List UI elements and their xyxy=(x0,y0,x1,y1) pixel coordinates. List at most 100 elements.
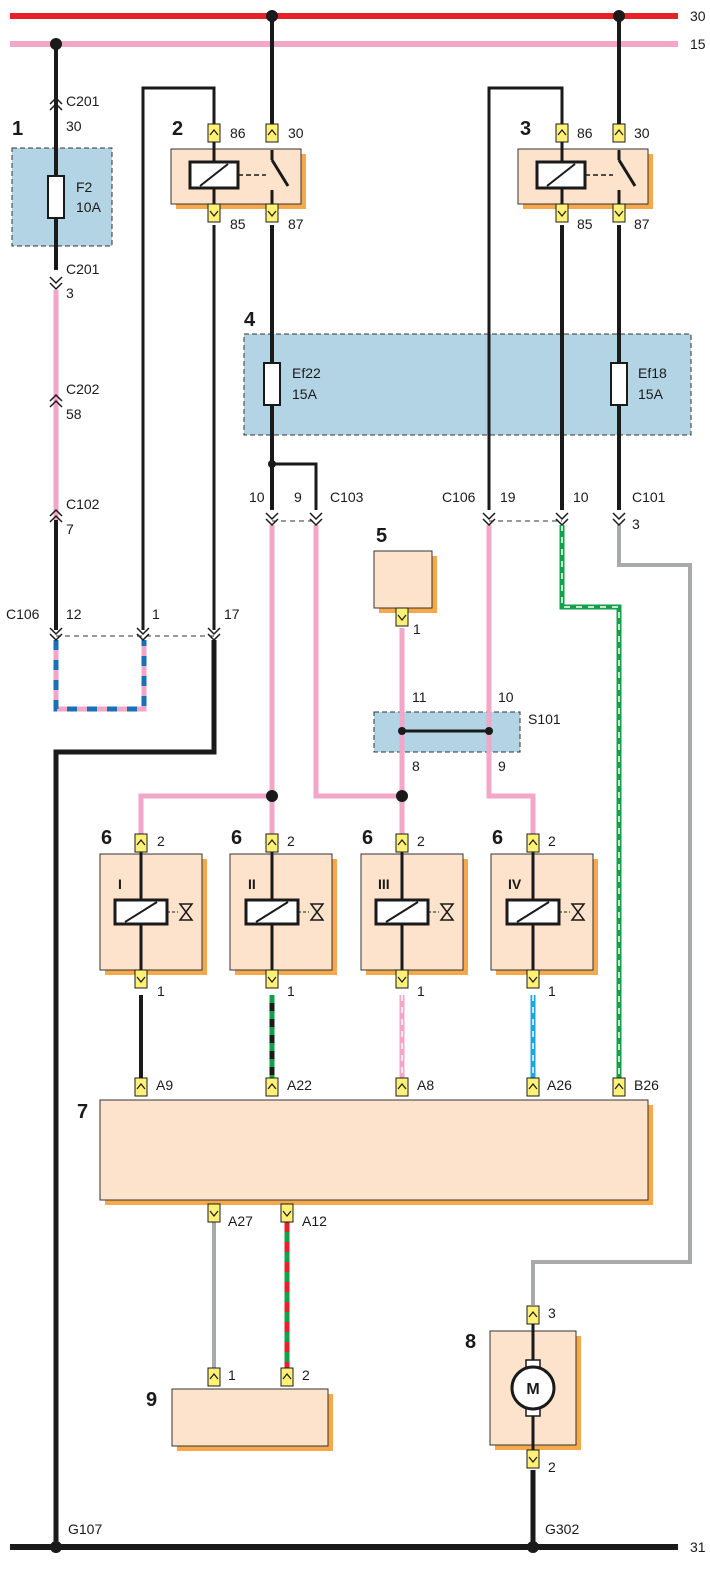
wire-c106-loop-stripe xyxy=(53,640,147,712)
fuse-ef18-symbol xyxy=(610,362,628,406)
sensor5-pin-1: 1 xyxy=(413,621,421,637)
fuse-ef18-name: Ef18 xyxy=(638,365,667,381)
wire-c103-9-black xyxy=(272,462,318,510)
connector-c106-left: C106 xyxy=(6,606,40,622)
ecu-pin-a22: A22 xyxy=(287,1077,312,1093)
ground-g302: G302 xyxy=(545,1521,579,1537)
connector-c106-pin-1: 1 xyxy=(152,606,160,622)
fuse-f2-rating: 10A xyxy=(76,199,102,215)
component-6d-number: 6 xyxy=(492,827,503,849)
splice-s101-name: S101 xyxy=(528,711,561,727)
splice-labels: 11 10 S101 8 9 1 xyxy=(412,621,561,774)
motor-symbol: M xyxy=(510,1359,556,1417)
relay-3-internals xyxy=(535,142,637,204)
splice-pin-11: 11 xyxy=(412,689,427,705)
fuses: F2 10A Ef22 15A Ef18 15A xyxy=(47,175,667,406)
connector-c106-pin-12: 12 xyxy=(66,606,82,622)
connector-c106-right: C106 xyxy=(442,489,476,505)
injector-4-pin-1: 1 xyxy=(548,983,556,999)
injector-2-roman: II xyxy=(248,876,256,892)
rail-31-label: 31 xyxy=(690,1539,706,1555)
injector-1-pin-2: 2 xyxy=(157,833,165,849)
wire-c106-19-pink xyxy=(486,525,536,838)
connector-c201-bottom-pin: 3 xyxy=(66,285,74,301)
injector-3-pin-2: 2 xyxy=(417,833,425,849)
motor-icon xyxy=(510,1365,556,1411)
connector-c202-pin: 58 xyxy=(66,406,82,422)
relay2-pin-30: 30 xyxy=(288,125,304,141)
relay-pin-labels: 86 30 85 87 86 30 85 87 xyxy=(230,125,650,232)
component-9-number: 9 xyxy=(146,1389,157,1411)
connector-c201-top-pin: 30 xyxy=(66,118,82,134)
wire-relay2-86 xyxy=(141,86,216,630)
wire-c103-9-pink xyxy=(313,525,402,799)
connector-c202: C202 xyxy=(66,381,100,397)
rail-15-label: 15 xyxy=(690,36,706,52)
relay2-pin-85: 85 xyxy=(230,216,246,232)
relay2-pin-87: 87 xyxy=(288,216,304,232)
wire-c103-10-pink xyxy=(138,525,275,838)
ecu-pin-labels: A9 A22 A8 A26 B26 A27 A12 xyxy=(156,1077,659,1229)
component-6b-number: 6 xyxy=(231,827,242,849)
relay-2-internals xyxy=(188,142,290,204)
connector-c106-pin-19: 19 xyxy=(500,489,516,505)
connector-chevrons xyxy=(49,96,626,642)
component-5-number: 5 xyxy=(376,525,387,547)
connector-c106-pin-10: 10 xyxy=(573,489,589,505)
power-rails: 30 15 31 xyxy=(10,8,706,1555)
splice-pin-10: 10 xyxy=(498,689,514,705)
connector-c102: C102 xyxy=(66,496,100,512)
fuse-ef18-rating: 15A xyxy=(638,386,664,402)
component-1-number: 1 xyxy=(12,118,23,140)
injector-labels: I II III IV 2 2 2 2 1 1 1 1 xyxy=(118,833,556,999)
connector-c101-pin-3: 3 xyxy=(632,516,640,532)
connector-c201-bottom: C201 xyxy=(66,261,100,277)
splice-pin-8: 8 xyxy=(412,758,420,774)
sensor-5-box xyxy=(373,550,433,609)
connector-c201-top: C201 xyxy=(66,93,100,109)
fuse-f2-name: F2 xyxy=(76,179,93,195)
injector-internals xyxy=(113,852,586,970)
connector-c103-pin-10: 10 xyxy=(249,489,265,505)
connector-labels: C201 30 C201 3 C202 58 C102 7 C106 12 1 … xyxy=(6,93,666,622)
relay3-pin-30: 30 xyxy=(634,125,650,141)
ecu-pin-a27: A27 xyxy=(228,1213,253,1229)
wire-green-b26 xyxy=(559,525,622,1078)
device-labels: 1 2 3 2 G107 G302 xyxy=(68,1305,579,1537)
connector-c103-pin-9: 9 xyxy=(294,489,302,505)
ecu-pin-a8: A8 xyxy=(417,1077,434,1093)
ecu-7-box xyxy=(99,1099,649,1201)
relay3-pin-87: 87 xyxy=(634,216,650,232)
pin-connectors xyxy=(134,123,626,1469)
component-3-number: 3 xyxy=(520,118,531,140)
ecu-pin-a26: A26 xyxy=(547,1077,572,1093)
rail-30-label: 30 xyxy=(690,8,706,24)
connector-c101: C101 xyxy=(632,489,666,505)
motor-pin-3: 3 xyxy=(548,1305,556,1321)
relay3-pin-85: 85 xyxy=(577,216,593,232)
splice-pin-9: 9 xyxy=(498,758,506,774)
wire-ground-g107 xyxy=(53,640,217,1547)
ground-g107: G107 xyxy=(68,1521,102,1537)
boxes xyxy=(11,147,692,1451)
injector-4-roman: IV xyxy=(508,876,522,892)
ecu-pin-a9: A9 xyxy=(156,1077,173,1093)
injector-1-roman: I xyxy=(118,876,122,892)
wire-green-b26-stripe xyxy=(561,525,620,1078)
wire-c106-loop-bg xyxy=(53,640,147,712)
wires xyxy=(53,16,692,1547)
wire-gray-motor xyxy=(531,525,692,1305)
injector-4-pin-2: 2 xyxy=(548,833,556,849)
ecu-pin-a12: A12 xyxy=(302,1213,327,1229)
component-7-number: 7 xyxy=(77,1101,88,1123)
relay2-pin-86: 86 xyxy=(230,125,246,141)
injector-2-pin-1: 1 xyxy=(287,983,295,999)
ecu-pin-b26: B26 xyxy=(634,1077,659,1093)
fuse-f2-symbol xyxy=(47,175,65,219)
component-6c-number: 6 xyxy=(362,827,373,849)
device-9-box xyxy=(171,1388,329,1447)
fuse-ef22-symbol xyxy=(263,362,281,406)
connector-dashes xyxy=(56,520,562,637)
injector-2-pin-2: 2 xyxy=(287,833,295,849)
